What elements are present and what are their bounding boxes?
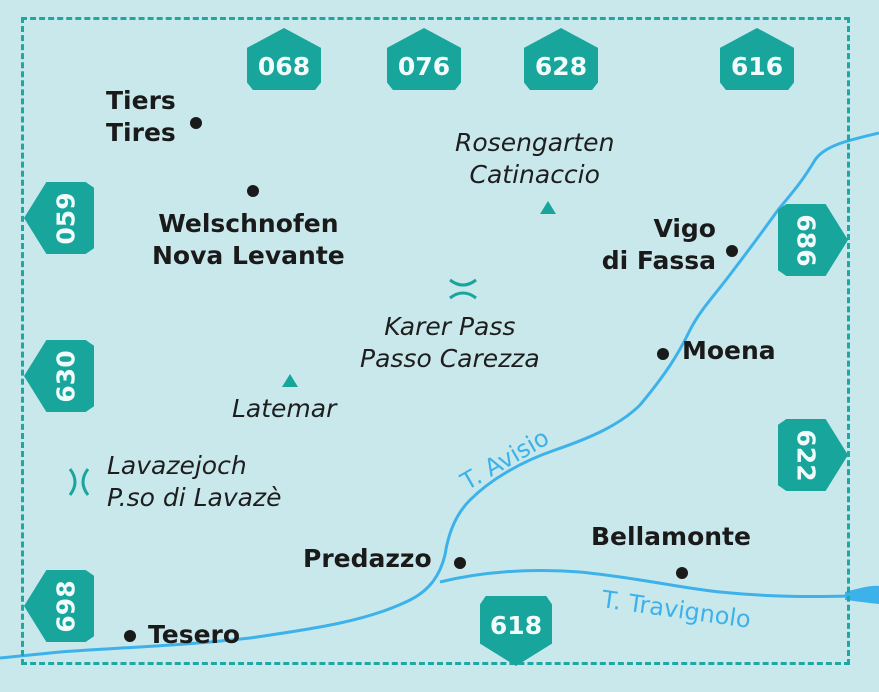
town-dot: [726, 245, 738, 257]
badge-label: 686: [791, 213, 821, 267]
town-moena: Moena: [682, 336, 776, 365]
river-avisio: [0, 131, 879, 660]
town-name-line1: Vigo: [653, 214, 716, 243]
town-dot: [454, 557, 466, 569]
road-badge-628: 628: [524, 28, 598, 90]
town-dot: [124, 630, 136, 642]
badge-label: 622: [791, 428, 821, 482]
badge-label: 618: [489, 610, 543, 640]
map-frame: [21, 17, 850, 665]
badge-label: 068: [257, 51, 311, 81]
feature-name-it: Passo Carezza: [360, 344, 540, 373]
feature-name-de: Lavazejoch: [107, 451, 247, 480]
town-dot: [190, 117, 202, 129]
town-bellamonte: Bellamonte: [591, 522, 751, 551]
river-travignolo: [439, 568, 851, 599]
town-name-it: Tires: [106, 118, 176, 147]
town-vigo-di-fassa: Vigo di Fassa: [586, 213, 716, 277]
badge-label: 616: [730, 51, 784, 81]
feature-name-de: Karer Pass: [384, 312, 516, 341]
feature-name-de: Rosengarten: [455, 128, 615, 157]
town-name-de: Welschnofen: [158, 209, 339, 238]
town-predazzo: Predazzo: [303, 544, 432, 573]
mountain-pass-icon: [447, 276, 479, 306]
badge-label: 630: [51, 349, 81, 403]
town-name-it: Nova Levante: [152, 241, 345, 270]
badge-label: 076: [397, 51, 451, 81]
peak-triangle-icon: [282, 374, 298, 387]
mountain-pass-icon: [66, 466, 92, 502]
feature-name-it: Catinaccio: [469, 160, 600, 189]
town-dot: [676, 567, 688, 579]
badge-label: 698: [51, 579, 81, 633]
peak-triangle-icon: [540, 201, 556, 214]
town-dot: [657, 348, 669, 360]
town-tesero: Tesero: [148, 620, 241, 649]
badge-label: 628: [534, 51, 588, 81]
lake: [845, 585, 879, 604]
town-name-de: Tiers: [106, 86, 176, 115]
peak-latemar: Latemar: [232, 394, 337, 423]
town-dot: [247, 185, 259, 197]
badge-label: 059: [51, 191, 81, 245]
feature-name-it: P.so di Lavazè: [107, 483, 282, 512]
town-name-line2: di Fassa: [601, 246, 716, 275]
